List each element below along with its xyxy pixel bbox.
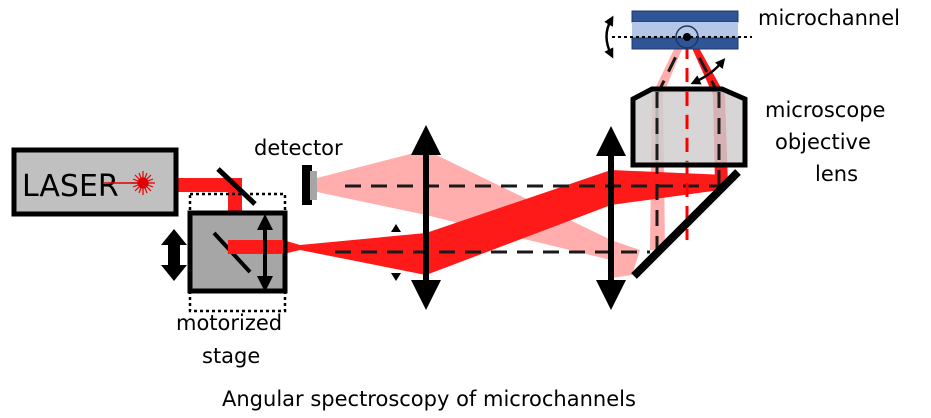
stage-label-line2: stage: [202, 344, 260, 368]
figure-caption: Angular spectroscopy of microchannels: [222, 387, 636, 411]
fold-mirror: [216, 167, 257, 206]
up-triangle-icon: [391, 224, 401, 232]
laser-label: LASER: [22, 169, 119, 204]
stage-motion-arrow-icon: [161, 229, 187, 281]
microchannel-label: microchannel: [758, 6, 900, 30]
motorized-stage: [187, 192, 288, 313]
stage-label-line1: motorized: [176, 311, 282, 335]
down-triangle-icon: [391, 273, 401, 281]
microscope-objective: [630, 86, 748, 168]
laser-starburst-icon: [131, 171, 155, 195]
laser-source: LASER: [11, 147, 179, 217]
microchannel: [612, 10, 752, 50]
objective-label-line3: lens: [815, 162, 858, 186]
objective-label-line1: microscope: [765, 98, 885, 122]
objective-mirror: [631, 169, 741, 279]
angle-scan-arrow-icon: [690, 58, 726, 85]
channel-tilt-arrow-icon: [604, 15, 614, 59]
objective-label-line2: objective: [775, 130, 871, 154]
detector: [302, 165, 317, 205]
detector-label: detector: [254, 136, 343, 160]
